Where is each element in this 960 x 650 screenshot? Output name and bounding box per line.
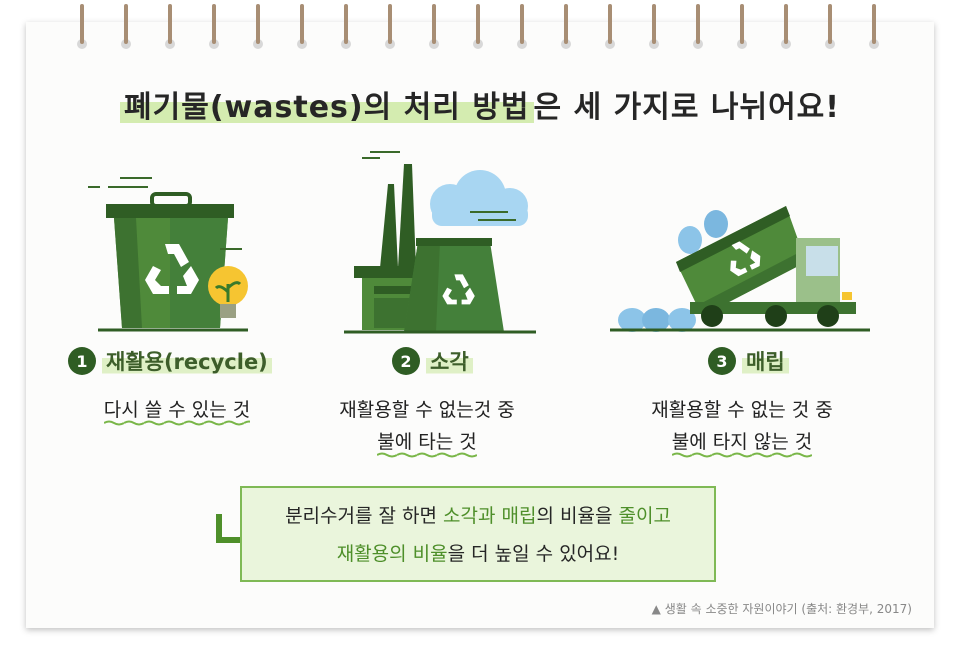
binding-ring bbox=[80, 4, 84, 44]
binding-ring bbox=[520, 4, 524, 44]
binding-ring bbox=[608, 4, 612, 44]
recycle-bin-illustration bbox=[88, 177, 248, 332]
step-number-badge: 1 bbox=[68, 347, 96, 375]
title-highlight: 폐기물(wastes)의 처리 방법 bbox=[120, 90, 534, 125]
step-title: 매립 bbox=[742, 346, 789, 376]
recycle-icon bbox=[145, 244, 199, 294]
step-landfill-label: 3 매립 bbox=[708, 346, 789, 376]
binding-ring bbox=[784, 4, 788, 44]
summary-highlight: 줄이고 bbox=[618, 505, 671, 527]
binding-ring bbox=[872, 4, 876, 44]
summary-text: 을 더 높일 수 있어요! bbox=[447, 543, 620, 565]
desc-line: 불에 타는 것 bbox=[377, 431, 477, 458]
binding-ring bbox=[168, 4, 172, 44]
title-rest: 은 세 가지로 나뉘어요! bbox=[533, 90, 840, 125]
step-recycle-label: 1 재활용(recycle) bbox=[68, 346, 272, 376]
binding-ring bbox=[652, 4, 656, 44]
recycle-icon bbox=[442, 274, 475, 305]
step-recycle-desc: 다시 쓸 수 있는 것 bbox=[92, 394, 262, 426]
binding-ring bbox=[476, 4, 480, 44]
step-title: 소각 bbox=[426, 346, 473, 376]
binding-ring bbox=[300, 4, 304, 44]
step-landfill-desc: 재활용할 수 없는 것 중 불에 타지 않는 것 bbox=[632, 394, 852, 458]
summary-text: 분리수거를 잘 하면 bbox=[285, 505, 444, 527]
step-title: 재활용(recycle) bbox=[102, 346, 272, 376]
binding-ring bbox=[212, 4, 216, 44]
summary-line-2: 재활용의 비율을 더 높일 수 있어요! bbox=[242, 535, 714, 573]
garbage-bag-icon bbox=[618, 210, 728, 332]
binding-ring bbox=[432, 4, 436, 44]
binding-ring bbox=[740, 4, 744, 44]
step-incinerate-desc: 재활용할 수 없는것 중 불에 타는 것 bbox=[322, 394, 532, 458]
summary-box: 분리수거를 잘 하면 소각과 매립의 비율을 줄이고 재활용의 비율을 더 높일… bbox=[240, 486, 716, 582]
desc-line: 재활용할 수 없는 것 중 bbox=[651, 399, 833, 421]
binding-ring bbox=[564, 4, 568, 44]
desc-line: 다시 쓸 수 있는 것 bbox=[103, 399, 251, 426]
desc-line: 불에 타지 않는 것 bbox=[671, 431, 813, 458]
summary-text: 의 비율을 bbox=[536, 505, 619, 527]
summary-line-1: 분리수거를 잘 하면 소각과 매립의 비율을 줄이고 bbox=[242, 497, 714, 535]
binding-ring bbox=[388, 4, 392, 44]
step-number-badge: 2 bbox=[392, 347, 420, 375]
recycle-icon bbox=[730, 241, 761, 277]
cloud-icon bbox=[430, 170, 528, 226]
incinerator-illustration bbox=[344, 151, 536, 334]
lightbulb-icon bbox=[208, 248, 248, 318]
dump-truck-illustration bbox=[610, 206, 870, 332]
binding-ring bbox=[256, 4, 260, 44]
binding-ring bbox=[124, 4, 128, 44]
step-number-badge: 3 bbox=[708, 347, 736, 375]
binding-ring bbox=[344, 4, 348, 44]
binding-ring bbox=[696, 4, 700, 44]
source-caption: ▲ 생활 속 소중한 자원이야기 (출처: 환경부, 2017) bbox=[651, 602, 912, 616]
summary-highlight: 재활용의 비율 bbox=[336, 543, 448, 565]
wheel-icon bbox=[701, 305, 839, 327]
desc-line: 재활용할 수 없는것 중 bbox=[339, 399, 515, 421]
step-incinerate-label: 2 소각 bbox=[392, 346, 473, 376]
spiral-binding bbox=[77, 4, 879, 49]
summary-highlight: 소각과 매립 bbox=[443, 505, 537, 527]
binding-ring bbox=[828, 4, 832, 44]
